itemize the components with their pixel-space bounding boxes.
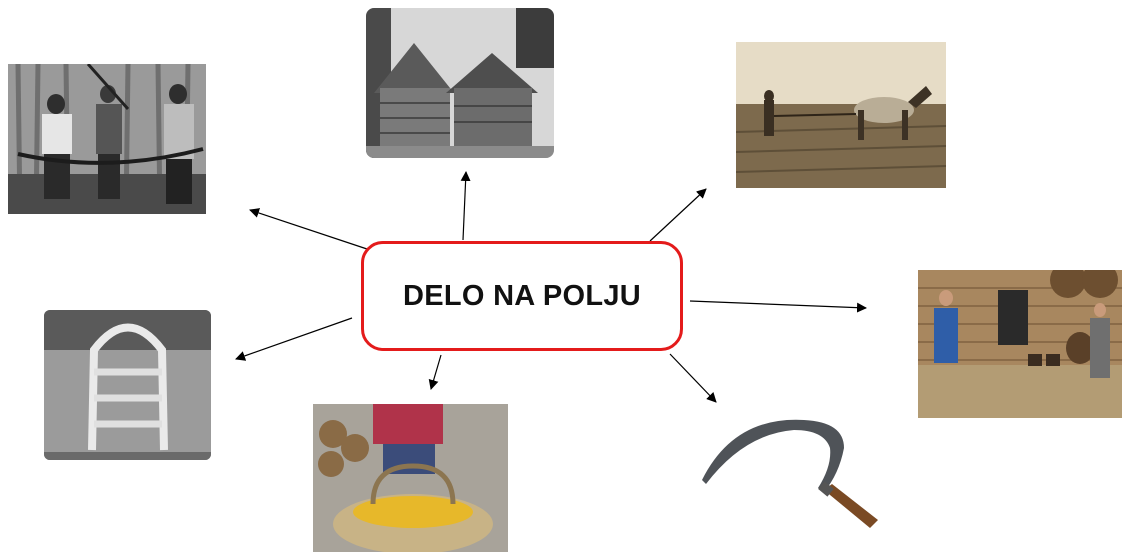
photo-corn-basket xyxy=(313,404,508,552)
arrow-to-hayracks xyxy=(460,171,471,241)
photo-sickle xyxy=(694,414,888,534)
photo-hayracks xyxy=(366,8,554,158)
photo-ploughing-horse xyxy=(736,42,946,188)
arrow-to-threshing xyxy=(689,300,867,313)
photo-lumberjacks xyxy=(8,64,206,214)
arrow-to-corn-basket xyxy=(428,354,442,390)
arrow-to-sickle xyxy=(669,353,717,403)
photo-wooden-frame xyxy=(44,310,211,460)
sickle-icon xyxy=(694,414,888,534)
arrow-to-ploughing xyxy=(649,188,707,242)
photo-threshing-room xyxy=(918,270,1122,418)
center-box: DELO NA POLJU xyxy=(361,241,683,351)
arrow-to-lumberjacks xyxy=(249,208,368,250)
center-title: DELO NA POLJU xyxy=(402,279,642,312)
arrow-to-wooden-frame xyxy=(235,317,353,361)
